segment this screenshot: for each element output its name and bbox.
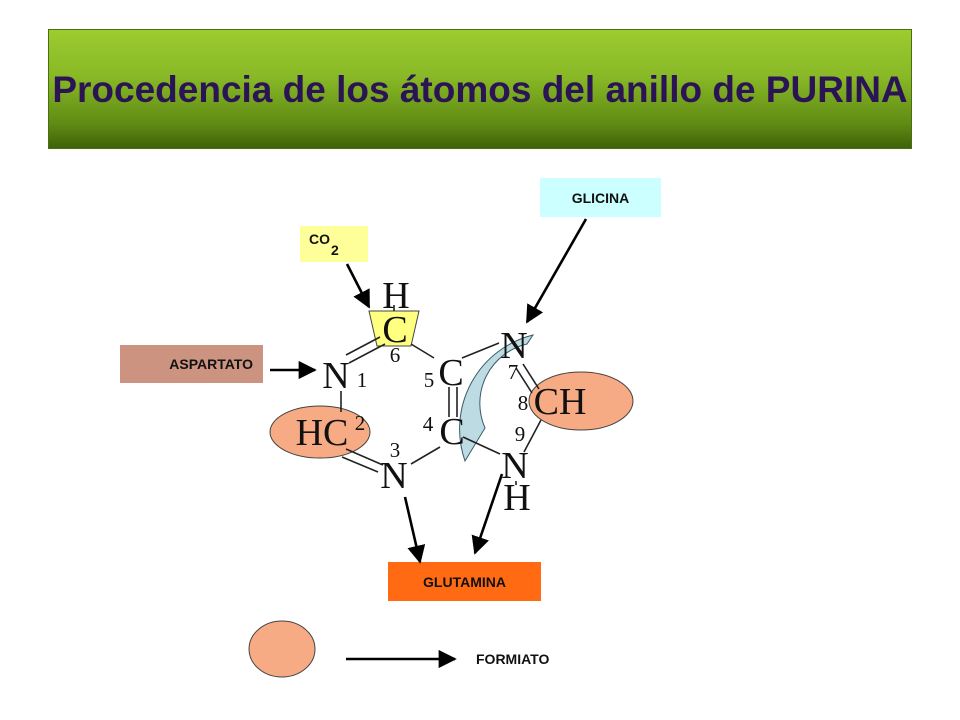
position-2: 2 [355,411,366,435]
bond-n3-c4 [410,446,441,465]
bond-c4-n9 [462,436,501,455]
bond-c6-n1-a [348,343,386,364]
atom-n3: N [380,455,407,497]
position-3: 3 [390,438,401,462]
bond-c6-c5 [410,343,435,359]
glicina-region [459,334,535,463]
atom-c6: C [382,309,407,351]
atom-n7: N [500,325,527,367]
position-7: 7 [508,360,519,384]
bond-n7-c8-a [522,363,540,390]
position-8: 8 [518,391,529,415]
position-5: 5 [424,368,435,392]
glutamina-text: GLUTAMINA [423,573,506,590]
glicina-text: GLICINA [571,189,630,206]
position-1: 1 [357,368,368,392]
bond-c5-n7 [461,342,500,359]
atom-ch8: CH [534,381,587,423]
position-9: 9 [515,422,526,446]
position-4: 4 [423,412,434,436]
bond-n7-c8-b [515,367,533,394]
arrow-co2 [345,263,371,309]
bond-c2-n3-b [341,456,379,473]
position-6: 6 [390,343,401,367]
atom-n9: N [501,445,528,487]
co2-subscript: 2 [331,242,339,258]
co2-label: CO 2 [300,226,368,262]
arrow-glutamina-n3 [403,496,426,564]
title-banner: Procedencia de los átomos del anillo de … [48,29,912,149]
atom-h-top: H [382,275,409,317]
source-arrows [270,218,588,669]
formiato-region-c8 [528,371,634,431]
co2-text: CO [309,231,330,247]
arrow-glicina [525,218,588,324]
bond-c6-n1-b [345,336,381,356]
atom-c5: C [438,352,463,394]
aspartato-label: ASPARTATO [120,345,263,383]
bonds [340,305,542,485]
glutamina-label: GLUTAMINA [388,562,541,601]
bond-c8-n9 [523,419,542,453]
legend-formiato-label: FORMIATO [476,651,550,667]
legend-formiato-swatch [248,620,316,678]
atom-h-bottom: H [503,477,530,519]
formiato-region-c2 [269,405,371,459]
atom-hc2: HC [296,412,349,454]
atom-c4: C [439,411,464,453]
atom-n1: N [322,355,349,397]
co2-region [368,310,420,347]
bond-c2-n3-a [345,448,384,466]
glicina-label: GLICINA [540,178,661,217]
page-title: Procedencia de los átomos del anillo de … [52,68,908,110]
arrow-glutamina-n9 [471,473,504,555]
aspartato-text: ASPARTATO [169,356,253,372]
